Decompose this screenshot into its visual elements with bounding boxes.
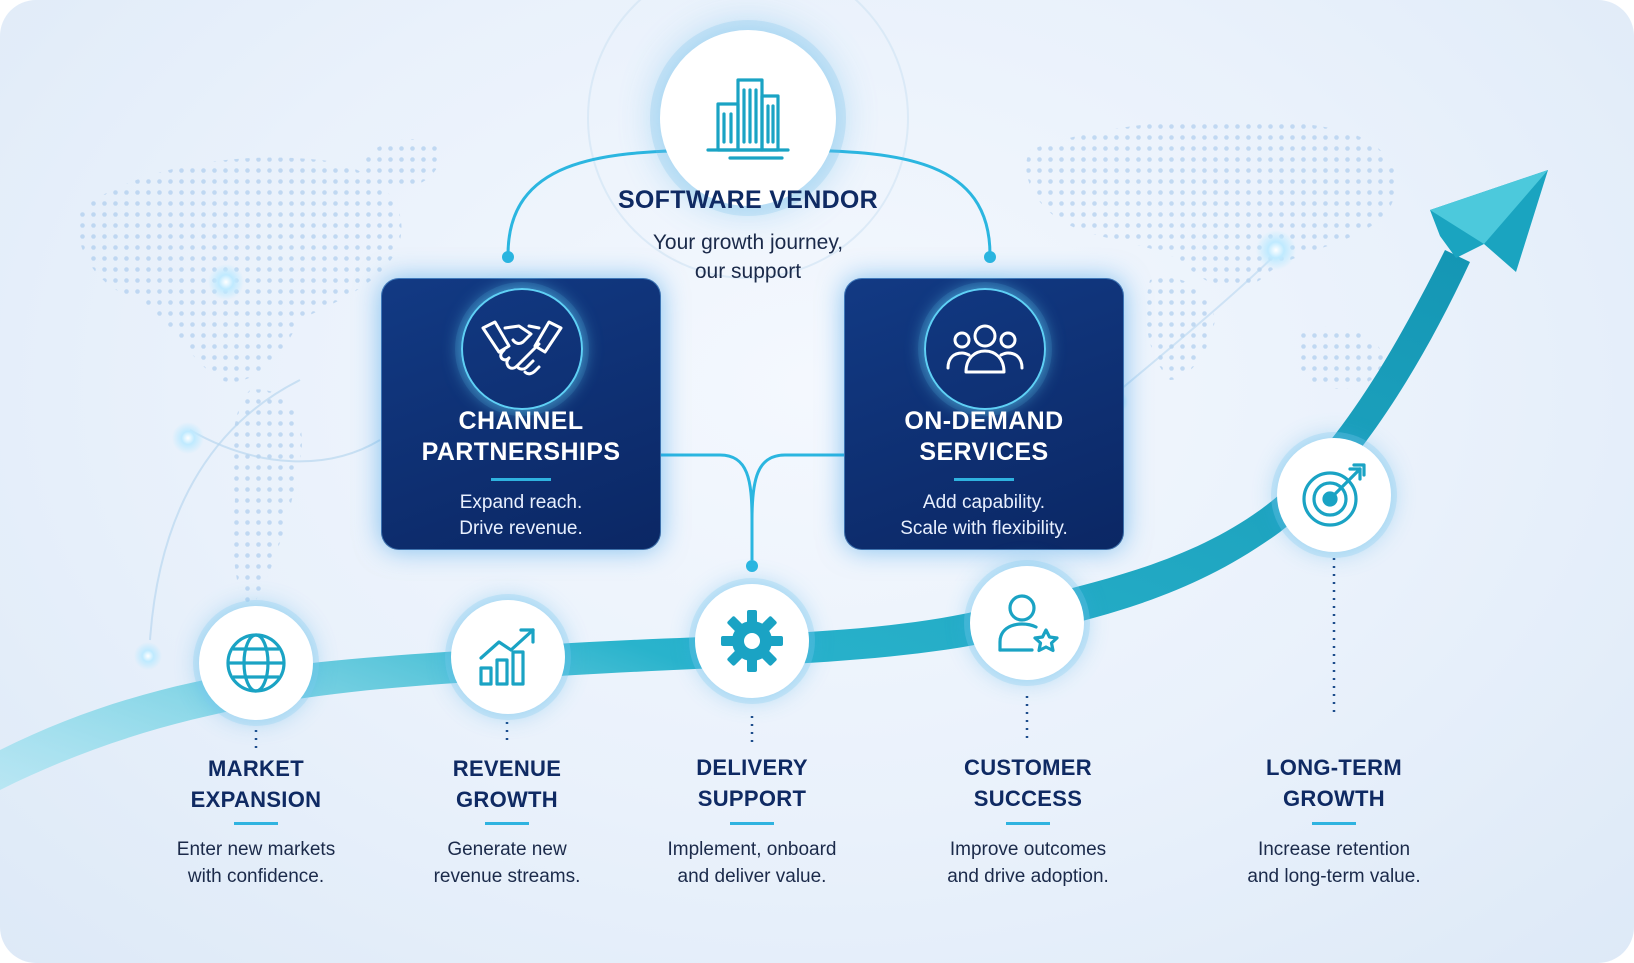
card-title-line: CHANNEL bbox=[458, 407, 584, 435]
vendor-right-connector bbox=[799, 148, 992, 256]
card-title-line: SERVICES bbox=[919, 438, 1049, 466]
card-title: ON-DEMAND SERVICES bbox=[844, 406, 1124, 468]
card-description-line: Drive revenue. bbox=[459, 518, 583, 539]
node-title-line: REVENUE bbox=[452, 756, 562, 781]
revenue-growth-node bbox=[451, 600, 565, 714]
node-description-line: and long-term value. bbox=[1247, 866, 1421, 887]
node-title-line: SUPPORT bbox=[697, 786, 807, 811]
globe-icon bbox=[226, 633, 286, 693]
node-title-line: MARKET bbox=[208, 756, 304, 781]
card-title: CHANNEL PARTNERSHIPS bbox=[381, 406, 661, 468]
node-description-line: and drive adoption. bbox=[947, 866, 1109, 887]
market-expansion-description: Enter new markets with confidence. bbox=[136, 836, 376, 890]
node-divider bbox=[234, 822, 278, 825]
node-description-line: revenue streams. bbox=[433, 866, 581, 887]
card-title-line: ON-DEMAND bbox=[904, 407, 1064, 435]
long-term-growth-description: Increase retention and long-term value. bbox=[1214, 836, 1454, 890]
on-demand-services-card: ON-DEMAND SERVICES Add capability. Scale… bbox=[844, 278, 1124, 550]
target-arrow-icon bbox=[1302, 463, 1366, 527]
long-term-growth-title: LONG-TERM GROWTH bbox=[1224, 752, 1444, 814]
node-title-line: CUSTOMER bbox=[964, 755, 1092, 780]
node-divider bbox=[485, 822, 529, 825]
node-title-line: SUCCESS bbox=[973, 786, 1083, 811]
vendor-subtitle-line: Your growth journey, bbox=[652, 231, 844, 254]
handshake-icon bbox=[481, 320, 563, 376]
card-description-line: Add capability. bbox=[922, 492, 1046, 513]
node-description-line: Enter new markets bbox=[176, 839, 336, 860]
card-icon-ring bbox=[461, 288, 583, 410]
world-map bbox=[78, 119, 1397, 610]
customer-success-title: CUSTOMER SUCCESS bbox=[918, 752, 1138, 814]
card-description-line: Scale with flexibility. bbox=[900, 518, 1068, 539]
node-title-line: EXPANSION bbox=[190, 787, 322, 812]
delivery-support-title: DELIVERY SUPPORT bbox=[642, 752, 862, 814]
node-title-line: LONG-TERM bbox=[1266, 755, 1402, 780]
vendor-title: SOFTWARE VENDOR bbox=[617, 186, 879, 214]
customer-success-description: Improve outcomes and drive adoption. bbox=[908, 836, 1148, 890]
vendor-subtitle: Your growth journey, our support bbox=[560, 228, 936, 286]
user-star-icon bbox=[998, 594, 1059, 653]
card-divider bbox=[954, 478, 1014, 481]
node-title-line: DELIVERY bbox=[696, 755, 808, 780]
node-divider bbox=[730, 822, 774, 825]
node-description-line: Generate new bbox=[447, 839, 567, 860]
node-description-line: with confidence. bbox=[187, 866, 325, 887]
delivery-support-node bbox=[695, 584, 809, 698]
node-description-line: and deliver value. bbox=[677, 866, 827, 887]
team-icon bbox=[946, 324, 1024, 374]
node-description-line: Implement, onboard bbox=[667, 839, 837, 860]
office-building-icon bbox=[706, 78, 790, 160]
revenue-growth-title: REVENUE GROWTH bbox=[397, 753, 617, 815]
card-icon-ring bbox=[924, 288, 1046, 410]
node-description-line: Improve outcomes bbox=[949, 839, 1107, 860]
market-expansion-title: MARKET EXPANSION bbox=[146, 753, 366, 815]
node-title-line: GROWTH bbox=[1282, 786, 1385, 811]
node-title-line: GROWTH bbox=[455, 787, 558, 812]
customer-success-node bbox=[970, 566, 1084, 680]
bar-chart-arrow-icon bbox=[479, 628, 535, 686]
revenue-growth-description: Generate new revenue streams. bbox=[387, 836, 627, 890]
node-description-line: Increase retention bbox=[1257, 839, 1411, 860]
cards-merge-connector bbox=[661, 453, 844, 560]
channel-partnerships-card: CHANNEL PARTNERSHIPS Expand reach. Drive… bbox=[381, 278, 661, 550]
market-expansion-node bbox=[199, 606, 313, 720]
node-divider bbox=[1006, 822, 1050, 825]
delivery-support-description: Implement, onboard and deliver value. bbox=[632, 836, 872, 890]
card-description: Expand reach. Drive revenue. bbox=[381, 490, 661, 542]
long-term-growth-node bbox=[1277, 438, 1391, 552]
vendor-node bbox=[660, 30, 836, 206]
node-divider bbox=[1312, 822, 1356, 825]
card-divider bbox=[491, 478, 551, 481]
card-title-line: PARTNERSHIPS bbox=[421, 438, 621, 466]
card-description-line: Expand reach. bbox=[459, 492, 583, 513]
vendor-subtitle-line: our support bbox=[694, 260, 802, 283]
vendor-left-connector bbox=[506, 148, 701, 256]
gear-icon bbox=[721, 610, 783, 672]
card-description: Add capability. Scale with flexibility. bbox=[844, 490, 1124, 542]
